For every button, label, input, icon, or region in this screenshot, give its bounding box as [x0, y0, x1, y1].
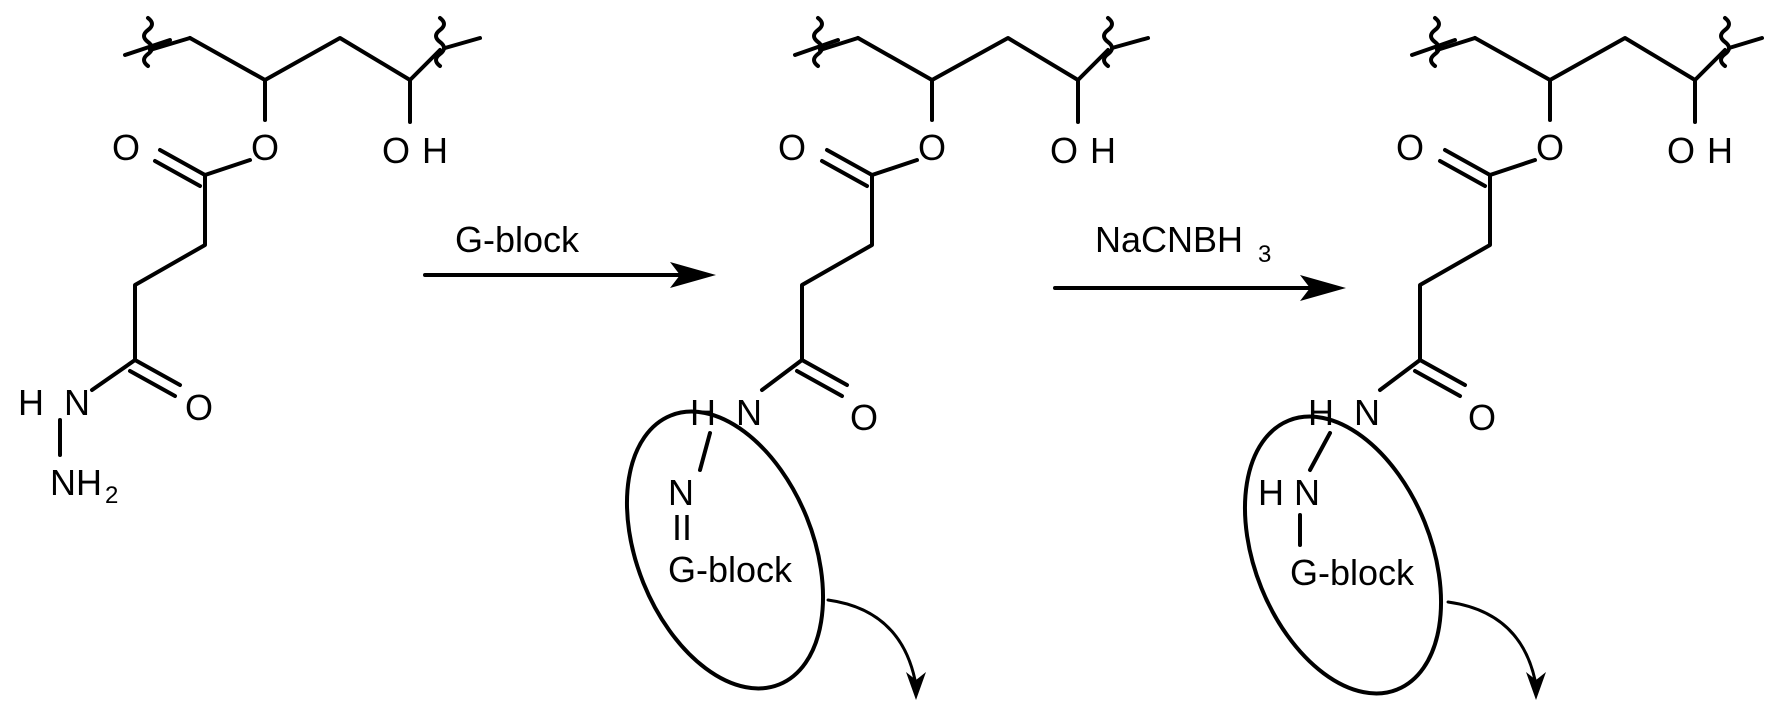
mol3-hydroxyl: OH	[1667, 130, 1733, 171]
mol2-bond-c-n	[762, 360, 802, 390]
mol2-bond-to-right	[1078, 50, 1108, 80]
mol3-carbonyl-oxygen: O	[1396, 127, 1424, 168]
arrow2-reagent-subscript: 3	[1258, 241, 1271, 268]
mol3-curved-arrow-head	[1526, 672, 1546, 700]
molecule-1-hydrazide-polymer: O O OH O HN NH 2	[18, 18, 480, 509]
mol3-bond-c-n	[1380, 360, 1420, 390]
mol2-carbonyl-double-a	[827, 150, 872, 175]
mol3-backbone	[1475, 38, 1695, 80]
mol2-right-stub	[1112, 38, 1148, 48]
mol1-carbonyl-double-b	[155, 161, 200, 186]
mol2-wavy-right	[1104, 18, 1112, 66]
mol1-right-stub	[445, 38, 480, 48]
mol1-hydroxyl: OH	[382, 130, 448, 171]
mol3-bond-nh-nh	[1310, 433, 1330, 470]
mol3-curved-arrow	[1448, 602, 1535, 680]
mol1-amide-double-b	[130, 371, 175, 396]
mol2-bond-o-carbonyl	[872, 160, 917, 175]
arrow1-reagent: G-block	[455, 219, 580, 260]
mol2-bond-nh-n	[700, 433, 710, 470]
reaction-arrow-2: NaCNBH 3	[1055, 219, 1346, 301]
mol2-double-bond: II	[672, 507, 692, 548]
mol3-amide-oxygen: O	[1468, 397, 1496, 438]
mol3-wavy-right	[1721, 18, 1729, 66]
mol3-gblock-ellipse	[1207, 388, 1479, 713]
mol3-amide-double-a	[1420, 360, 1465, 385]
mol3-wavy-left	[1431, 18, 1439, 66]
mol3-carbonyl-double-a	[1445, 150, 1490, 175]
mol3-carbonyl-double-b	[1440, 161, 1485, 186]
mol2-ester-oxygen: O	[918, 127, 946, 168]
mol1-ester-oxygen: O	[251, 127, 279, 168]
mol3-right-stub	[1729, 38, 1762, 48]
mol2-curved-arrow	[828, 600, 915, 680]
mol2-backbone	[858, 38, 1078, 80]
mol1-hydrazide-nh: HN	[18, 382, 90, 423]
mol3-amide-double-b	[1415, 371, 1460, 396]
mol3-bond-o-carbonyl	[1490, 160, 1535, 175]
mol2-carbonyl-oxygen: O	[778, 127, 806, 168]
mol2-gblock-label: G-block	[668, 549, 793, 590]
mol1-backbone	[190, 38, 410, 80]
mol1-nh2-subscript: 2	[105, 482, 118, 509]
molecule-3-reduced-hydrazide: O O OH O HN HN G-block	[1207, 18, 1762, 713]
mol1-succinyl-chain	[135, 175, 205, 360]
mol1-wavy-right	[436, 18, 444, 66]
mol1-carbonyl-double-a	[160, 150, 205, 175]
mol2-amide-double-b	[797, 371, 842, 396]
molecule-2-hydrazone: O O OH O HN N II G-block	[589, 18, 1148, 713]
mol1-bond-c-n	[92, 360, 135, 390]
mol1-nh2: NH	[50, 462, 102, 503]
mol3-succinyl-chain	[1420, 175, 1490, 360]
mol1-wavy-left	[144, 18, 152, 66]
mol2-carbonyl-double-b	[822, 161, 867, 186]
mol2-wavy-left	[814, 18, 822, 66]
mol1-carbonyl-oxygen: O	[112, 127, 140, 168]
mol3-ester-oxygen: O	[1536, 127, 1564, 168]
arrow2-reagent: NaCNBH	[1095, 219, 1243, 260]
mol1-bond-to-right	[410, 50, 440, 80]
reaction-arrow-1: G-block	[425, 219, 716, 288]
mol3-gblock-label: G-block	[1290, 552, 1415, 593]
mol1-amide-oxygen: O	[185, 387, 213, 428]
mol2-gblock-ellipse	[589, 383, 861, 713]
mol1-bond-o-carbonyl	[205, 160, 250, 175]
mol2-hydroxyl: OH	[1050, 130, 1116, 171]
mol2-succinyl-chain	[802, 175, 872, 360]
mol3-amine-hn: HN	[1258, 472, 1320, 513]
mol2-curved-arrow-head	[906, 672, 926, 700]
mol2-amide-oxygen: O	[850, 397, 878, 438]
mol3-bond-to-right	[1695, 50, 1725, 80]
mol2-amide-double-a	[802, 360, 847, 385]
mol1-amide-double-a	[135, 360, 180, 385]
